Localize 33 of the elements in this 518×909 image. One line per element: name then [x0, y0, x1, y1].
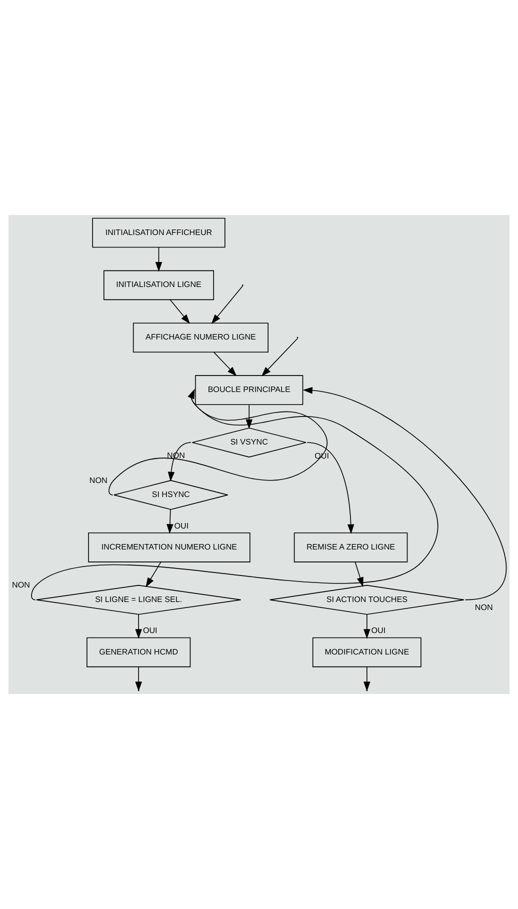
arrow	[354, 562, 364, 587]
arrow	[364, 614, 370, 639]
edge-label: NON	[12, 580, 30, 590]
arrow	[246, 404, 252, 430]
node-box: GENERATION HCMD	[86, 637, 191, 668]
arrow	[306, 442, 354, 534]
edge-label: OUI	[371, 626, 386, 636]
node-box: REMISE A ZERO LIGNE	[294, 532, 408, 562]
arrow	[170, 299, 190, 324]
arrow	[211, 286, 244, 324]
edge-label: NON	[474, 602, 493, 612]
node-diamond: SI VSYNC	[192, 428, 306, 458]
arrow	[31, 388, 438, 600]
node-box: BOUCLE PRINCIPALE	[195, 375, 304, 405]
arrow	[166, 508, 174, 534]
edge-label: OUI	[142, 626, 158, 636]
edge-label: NON	[89, 476, 108, 485]
arrow	[214, 352, 237, 376]
node-diamond: SI ACTION TOUCHES	[269, 584, 464, 615]
node-box: AFFICHAGE NUMERO LIGNE	[132, 322, 268, 353]
edge-label: OUI	[174, 521, 189, 530]
arrow	[261, 338, 298, 376]
arrow	[302, 387, 507, 600]
arrow	[155, 247, 162, 272]
arrow	[135, 614, 142, 639]
node-diamond: SI LIGNE = LIGNE SEL.	[36, 584, 242, 615]
node-box: INITIALISATION AFFICHEUR	[92, 218, 226, 248]
node-box: MODIFICATION LIGNE	[312, 637, 422, 668]
node-diamond: SI HSYNC	[114, 480, 228, 510]
arrow	[146, 562, 162, 588]
node-box: INCREMENTATION NUMERO LIGNE	[88, 532, 250, 562]
arrow	[108, 388, 328, 496]
node-box: INITIALISATION LIGNE	[104, 270, 214, 300]
